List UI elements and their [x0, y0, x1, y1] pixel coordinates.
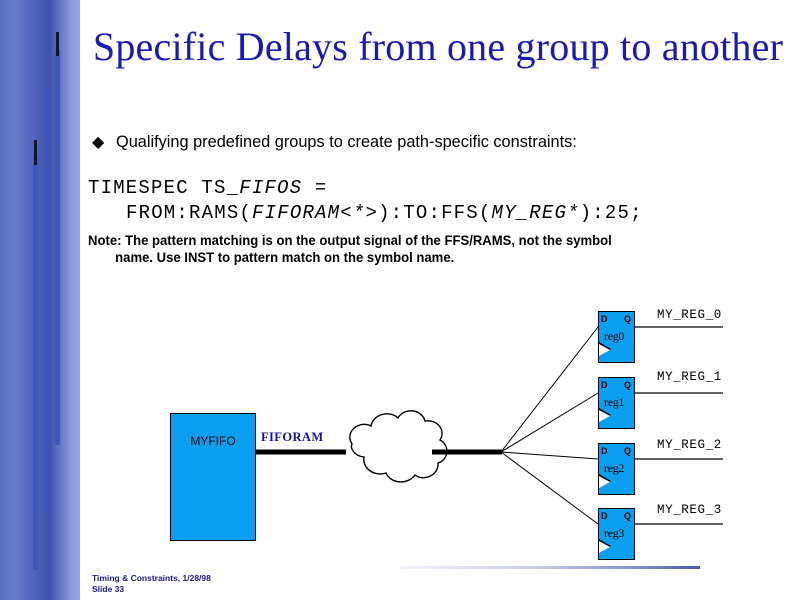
reg3-output-label: MY_REG_3 — [657, 503, 722, 517]
register-reg2: D Q reg2 — [598, 443, 635, 495]
fiforam-net-label: FIFORAM — [261, 430, 324, 444]
code-line-1: TIMESPEC TS_FIFOS = — [88, 177, 327, 199]
slide-footer: Timing & Constraints, 1/28/98 Slide 33 — [92, 573, 211, 594]
reg1-d-pin-label: D — [601, 380, 608, 390]
myfifo-block — [170, 413, 256, 541]
code-from-rams: FROM:RAMS( — [126, 202, 253, 224]
bullet-item-label: Qualifying predefined groups to create p… — [116, 132, 578, 151]
register-reg1: D Q reg1 — [598, 377, 635, 429]
note-text: Note: The pattern matching is on the out… — [88, 232, 709, 266]
reg3-clock-triangle-icon — [599, 541, 610, 553]
constraint-code-block: TIMESPEC TS_FIFOS =FROM:RAMS(FIFORAM<*>)… — [88, 176, 643, 226]
register-reg3: D Q reg3 — [598, 508, 635, 560]
reg2-name-label: reg2 — [604, 461, 625, 475]
footer-divider — [400, 566, 700, 569]
reg1-clock-triangle-icon — [599, 410, 610, 422]
reg0-name-label: reg0 — [604, 329, 625, 343]
diamond-bullet-icon: ◆ — [92, 134, 105, 151]
sidebar-vline-mid — [44, 88, 49, 508]
reg1-name-label: reg1 — [604, 395, 625, 409]
code-myreg-pattern: MY_REG* — [491, 202, 580, 224]
reg0-output-label: MY_REG_0 — [657, 308, 722, 322]
reg0-q-pin-label: Q — [623, 314, 631, 324]
reg3-q-pin-label: Q — [623, 511, 631, 521]
note-line-2: name. Use INST to pattern match on the s… — [115, 250, 455, 265]
code-fiforam-pattern: FIFORAM<*> — [252, 202, 379, 224]
sidebar-vcap-upper — [56, 32, 59, 56]
routing-cloud-shape — [349, 410, 448, 483]
sidebar-vline-short — [55, 50, 60, 445]
code-timespec-keyword: TIMESPEC TS_ — [88, 177, 240, 199]
reg2-q-pin-label: Q — [623, 446, 631, 456]
code-to-ffs: ):TO:FFS( — [378, 202, 492, 224]
code-delay-value: ):25; — [579, 202, 643, 224]
code-line-2: FROM:RAMS(FIFORAM<*>):TO:FFS(MY_REG*):25… — [88, 201, 643, 226]
wire-fanout-to-reg1 — [500, 392, 599, 453]
note-line-1: Note: The pattern matching is on the out… — [88, 233, 612, 248]
sidebar-vcap-lower — [34, 140, 37, 165]
code-equals: = — [302, 177, 328, 199]
wire-fanout-to-reg0 — [500, 326, 599, 453]
reg0-clock-triangle-icon — [599, 344, 610, 356]
reg1-output-label: MY_REG_1 — [657, 370, 722, 384]
reg2-d-pin-label: D — [601, 446, 608, 456]
reg3-d-pin-label: D — [601, 511, 608, 521]
reg2-clock-triangle-icon — [599, 476, 610, 488]
wire-fanout-to-reg3 — [500, 451, 599, 525]
reg0-d-pin-label: D — [601, 314, 608, 324]
reg1-q-pin-label: Q — [623, 380, 631, 390]
sidebar-vline-long — [33, 157, 38, 570]
bullet-item: ◆ Qualifying predefined groups to create… — [92, 131, 732, 153]
slide-title: Specific Delays from one group to anothe… — [92, 24, 784, 69]
wire-fanout-to-reg2 — [500, 451, 599, 460]
code-group-name: FIFOS — [239, 177, 303, 199]
register-reg0: D Q reg0 — [598, 311, 635, 363]
reg2-output-label: MY_REG_2 — [657, 438, 722, 452]
reg3-name-label: reg3 — [604, 526, 625, 540]
myfifo-label: MYFIFO — [190, 434, 236, 448]
sidebar-decoration — [0, 0, 80, 600]
footer-slide-number: Slide 33 — [92, 583, 125, 594]
footer-course-line: Timing & Constraints, 1/28/98 — [92, 573, 211, 583]
